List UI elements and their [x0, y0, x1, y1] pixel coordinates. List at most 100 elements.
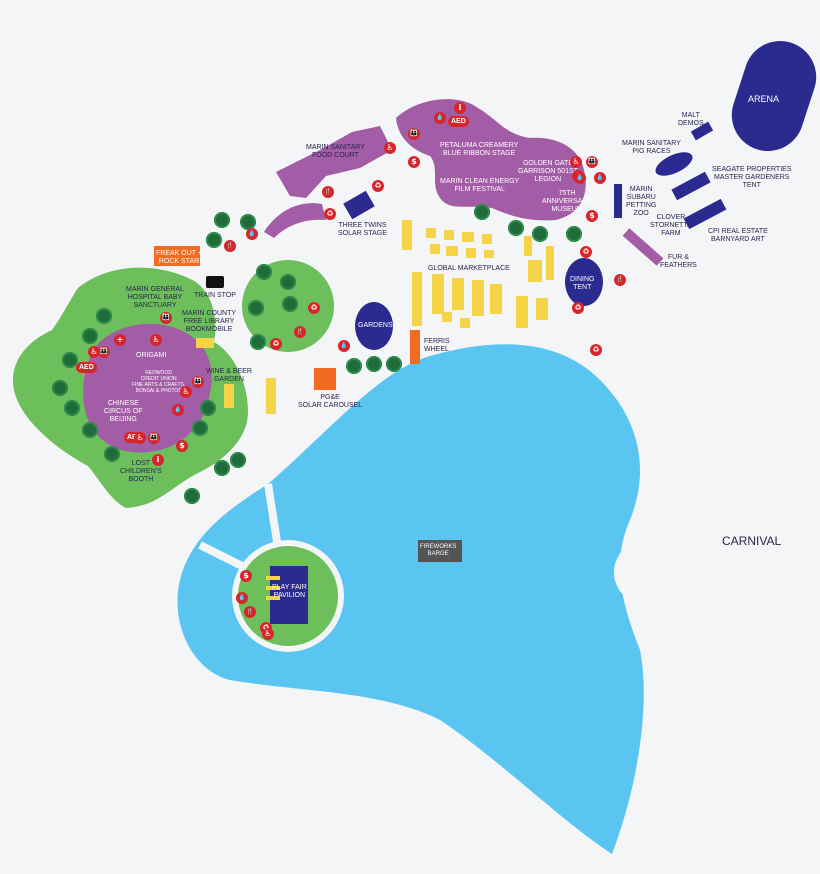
label-pig-races: MARIN SANITARY PIG RACES [622, 140, 681, 155]
label-lost: LOST CHILDREN'S BOOTH [120, 460, 162, 483]
label-carnival: CARNIVAL [722, 534, 782, 548]
aed-icon: AED [76, 362, 97, 373]
food-icon: 🍴 [322, 186, 334, 198]
tree [192, 420, 208, 436]
tree [256, 264, 272, 280]
label-train: TRAIN STOP [194, 292, 236, 299]
lake [177, 344, 644, 854]
label-wine: WINE & BEER GARDEN [206, 368, 252, 383]
label-carousel: PG&E SOLAR CAROUSEL [298, 394, 363, 409]
cpi-tent [683, 198, 727, 230]
tree [62, 352, 78, 368]
accessible-restroom-icon: ♿ [384, 142, 396, 154]
pavilion-rect [270, 566, 308, 624]
booth [452, 278, 464, 310]
booth [466, 248, 476, 258]
fireworks-barge [418, 540, 462, 562]
booth [442, 312, 452, 322]
tree [248, 300, 264, 316]
label-golden-gate: GOLDEN GATE GARRISON 501ST LEGION [518, 160, 578, 183]
booth [224, 384, 234, 408]
booth [266, 378, 276, 414]
recycle-icon: ♻ [572, 302, 584, 314]
label-malt-demos: MALT DEMOS [678, 112, 704, 127]
recycle-icon: ♻ [580, 246, 592, 258]
water-station-icon: 💧 [172, 404, 184, 416]
tree [200, 400, 216, 416]
booth [462, 232, 474, 242]
water-station-icon: 💧 [574, 172, 586, 184]
booth [426, 228, 436, 238]
booth [196, 338, 214, 348]
tree [206, 232, 222, 248]
petaluma-area [396, 99, 586, 221]
label-food-court: MARIN SANITARY FOOD COURT [306, 144, 365, 159]
booth [266, 576, 280, 580]
tree [184, 488, 200, 504]
booth [472, 280, 484, 316]
tree [508, 220, 524, 236]
food-court-arc [264, 203, 326, 238]
tree [82, 422, 98, 438]
label-library: MARIN COUNTY FREE LIBRARY BOOKMOBILE [182, 310, 237, 333]
water-station-icon: 💧 [246, 228, 258, 240]
tree [386, 356, 402, 372]
atm-icon: $ [586, 210, 598, 222]
water-station-icon: 💧 [338, 340, 350, 352]
label-origami: ORIGAMI [136, 352, 167, 359]
booth [528, 260, 542, 282]
tree [346, 358, 362, 374]
label-seagate: SEAGATE PROPERTIES MASTER GARDENERS TENT [712, 166, 792, 189]
booth [430, 244, 440, 254]
tree [366, 356, 382, 372]
label-chinese: CHINESE CIRCUS OF BEIJING [104, 400, 143, 423]
tree [566, 226, 582, 242]
booth [536, 298, 548, 320]
seagate-tent [671, 171, 711, 201]
family-icon: 👪 [98, 346, 110, 358]
recycle-icon: ♻ [590, 344, 602, 356]
label-petaluma: PETALUMA CREAMERY BLUE RIBBON STAGE [440, 142, 519, 157]
label-subaru: MARIN SUBARU PETTING ZOO [626, 186, 657, 217]
label-arena: ARENA [748, 94, 780, 104]
water-station-icon: 💧 [236, 592, 248, 604]
booth [490, 284, 502, 314]
ferris-wheel [410, 330, 420, 364]
carnival-notch [613, 540, 660, 600]
booth [484, 250, 494, 258]
label-ferris: FERRIS WHEEL [424, 338, 450, 353]
tree [104, 446, 120, 462]
food-icon: 🍴 [224, 240, 236, 252]
train-icon [206, 276, 224, 288]
label-anniversary: 75TH ANNIVERSARY MUSEUM [542, 190, 593, 213]
label-barge: FIREWORKS BARGE [420, 544, 457, 557]
accessible-restroom-icon: ♿ [262, 628, 274, 640]
label-gardens: GARDENS [358, 322, 393, 329]
atm-icon: $ [408, 156, 420, 168]
accessible-restroom-icon: ♿ [150, 334, 162, 346]
booth [266, 596, 280, 600]
first-aid-icon: + [114, 334, 126, 346]
accessible-restroom-icon: ♿ [570, 156, 582, 168]
water-station-icon: 💧 [594, 172, 606, 184]
booth [446, 246, 458, 256]
malt-demos-tent [690, 121, 714, 141]
subaru-zoo [614, 184, 622, 218]
family-icon: 👪 [408, 128, 420, 140]
tree [280, 274, 296, 290]
recycle-icon: ♻ [372, 180, 384, 192]
tree [230, 452, 246, 468]
accessible-restroom-icon: ♿ [88, 346, 100, 358]
tree [532, 226, 548, 242]
label-three-twins: THREE TWINS SOLAR STAGE [338, 222, 387, 237]
label-pavilion: PLAY FAIR PAVILION [272, 584, 307, 599]
tree [240, 214, 256, 230]
clover-path [622, 228, 664, 266]
label-cpi: CPI REAL ESTATE BARNYARD ART [708, 228, 768, 243]
tree [214, 460, 230, 476]
booth [412, 272, 422, 326]
booth [516, 296, 528, 328]
label-film: MARIN CLEAN ENERGY FILM FESTIVAL [440, 178, 520, 193]
booth [546, 246, 554, 280]
